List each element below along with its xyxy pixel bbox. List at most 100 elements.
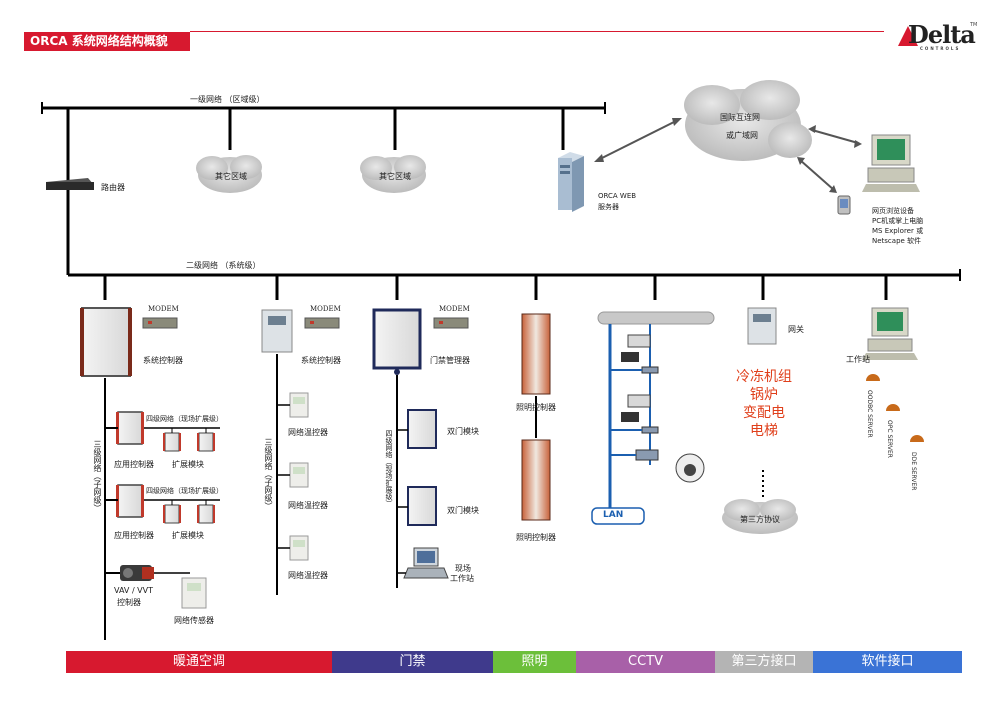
double-door-module-icon-1 (407, 409, 437, 449)
level3-label-a: 三级网络（子网级） (93, 440, 102, 512)
net-sensor-label: 网络传感器 (174, 616, 214, 625)
level1-bus (41, 102, 606, 275)
cloud-label-third-party: 第三方协议 (740, 515, 780, 524)
workstation-label: 工作站 (846, 355, 870, 364)
third-party-system: 冷冻机组 (736, 369, 792, 385)
camera-icon-1 (621, 334, 659, 374)
logo-subtext: CONTROLS (920, 46, 961, 51)
web-server-label-1: ORCA WEB (598, 192, 637, 200)
workstation-icon (862, 307, 918, 360)
pda-icon (837, 195, 851, 215)
browser-label-2: PC机或掌上电脑 (872, 217, 924, 225)
cloud-third-party (722, 499, 798, 534)
cloud-label-internet-1: 国际互连网 (720, 113, 760, 122)
expansion-label-2: 扩展模块 (172, 531, 204, 540)
net-temp-label-1: 网络温控器 (288, 428, 328, 437)
expansion-label-1: 扩展模块 (172, 460, 204, 469)
hvac-system-controller-icon (80, 307, 132, 377)
level1-label: 一级网络 （区域级） (190, 95, 265, 104)
double-door-module-icon-2 (407, 486, 437, 526)
cloud-other-zone-2 (360, 155, 426, 193)
cloud-label-other-zone-1: 其它区域 (215, 172, 247, 181)
dde-server-label: DDE SERVER (910, 452, 917, 491)
third-party-system: 锅炉 (750, 387, 778, 403)
net-temp-label-2: 网络温控器 (288, 501, 328, 510)
modem-icon-1 (142, 317, 178, 329)
dome-camera-icon (675, 453, 705, 483)
browser-label-1: 网页浏览设备 (872, 207, 914, 215)
cloud-other-zone-1 (196, 155, 262, 193)
camera-icon-2 (621, 394, 659, 434)
lighting-controller-icon-2 (521, 439, 551, 521)
lan-label: LAN (603, 510, 624, 520)
double-door-label-2: 双门模块 (447, 506, 479, 515)
net-thermostat-icon-1 (289, 392, 309, 418)
modem-icon-2 (304, 317, 340, 329)
internet-pda-arrow (797, 157, 837, 193)
category-hvac: 暖通空调 (66, 651, 332, 673)
net-thermostat-icon-2 (289, 462, 309, 488)
dde-server-icon (910, 435, 924, 442)
page-title: ORCA 系统网络结构概貌 (24, 32, 190, 51)
internet-pc-arrow (808, 125, 862, 148)
logo-trademark: TM (970, 22, 978, 28)
logo-text: Delta (908, 20, 976, 49)
app-controller-label-1: 应用控制器 (114, 460, 154, 469)
lighting-controller-label-1: 照明控制器 (516, 403, 556, 412)
access-manager-label: 门禁管理器 (430, 356, 470, 365)
net-temp-label-3: 网络温控器 (288, 571, 328, 580)
vav-label-1: VAV / VVT (114, 586, 154, 595)
third-party-system: 变配电 (743, 405, 785, 421)
expansion-module-icon-2a (163, 504, 181, 524)
server-internet-arrow (594, 118, 682, 162)
access-manager-icon (372, 308, 422, 375)
lan-box (591, 507, 645, 525)
delta-logo: Delta CONTROLS TM (898, 20, 978, 52)
network-sensor-icon (181, 577, 207, 609)
expansion-module-icon-2b (197, 504, 215, 524)
double-door-label-1: 双门模块 (447, 427, 479, 436)
expansion-module-icon-1b (197, 432, 215, 452)
system-controller-label-1: 系统控制器 (143, 356, 183, 365)
web-server-icon (558, 152, 584, 212)
app-controller-icon-2 (116, 484, 144, 518)
cloud-internet (684, 80, 812, 161)
cctv-bus-bar (597, 311, 715, 325)
level4-label-a: 四级网络（现场扩展级） (146, 415, 223, 423)
lighting-controller-icon-1 (521, 313, 551, 395)
title-divider (190, 31, 884, 32)
level3-label-b: 三级网络（子网级） (264, 438, 273, 510)
web-server-label-2: 服务器 (598, 203, 619, 211)
modem-label-1: MODEM (148, 305, 179, 313)
lighting-controller-label-2: 照明控制器 (516, 533, 556, 542)
category-software: 软件接口 (813, 651, 962, 673)
field-ws-label-1: 现场 (455, 564, 471, 573)
gateway-icon (747, 307, 777, 345)
app-controller-icon-1 (116, 411, 144, 445)
opc-server-icon (886, 404, 900, 411)
category-third-party: 第三方接口 (715, 651, 813, 673)
modem-label-3: MODEM (439, 305, 470, 313)
field-ws-label-2: 工作站 (450, 574, 474, 583)
oodbc-server-label: OODBC SERVER (866, 390, 873, 438)
modem-label-2: MODEM (310, 305, 341, 313)
browser-pc-icon (862, 134, 920, 192)
oodbc-server-icon (866, 374, 880, 381)
vav-label-2: 控制器 (117, 598, 141, 607)
router-label: 路由器 (101, 183, 125, 192)
system-controller-icon-2 (261, 309, 293, 353)
laptop-icon (403, 547, 449, 579)
camera-icon-3 (635, 449, 659, 461)
category-cctv: CCTV (576, 651, 715, 673)
gateway-label: 网关 (788, 325, 804, 334)
category-access: 门禁 (332, 651, 493, 673)
app-controller-label-2: 应用控制器 (114, 531, 154, 540)
logo-triangle-icon (898, 26, 918, 46)
level2-label: 二级网络 （系统级） (186, 261, 261, 270)
vav-controller-icon (120, 565, 154, 581)
level4-label-c: 四级网络（现场扩展级） (385, 430, 393, 507)
browser-label-3: MS Explorer 或 (872, 227, 924, 235)
cloud-label-internet-2: 或广域网 (726, 131, 758, 140)
cloud-label-other-zone-2: 其它区域 (379, 172, 411, 181)
